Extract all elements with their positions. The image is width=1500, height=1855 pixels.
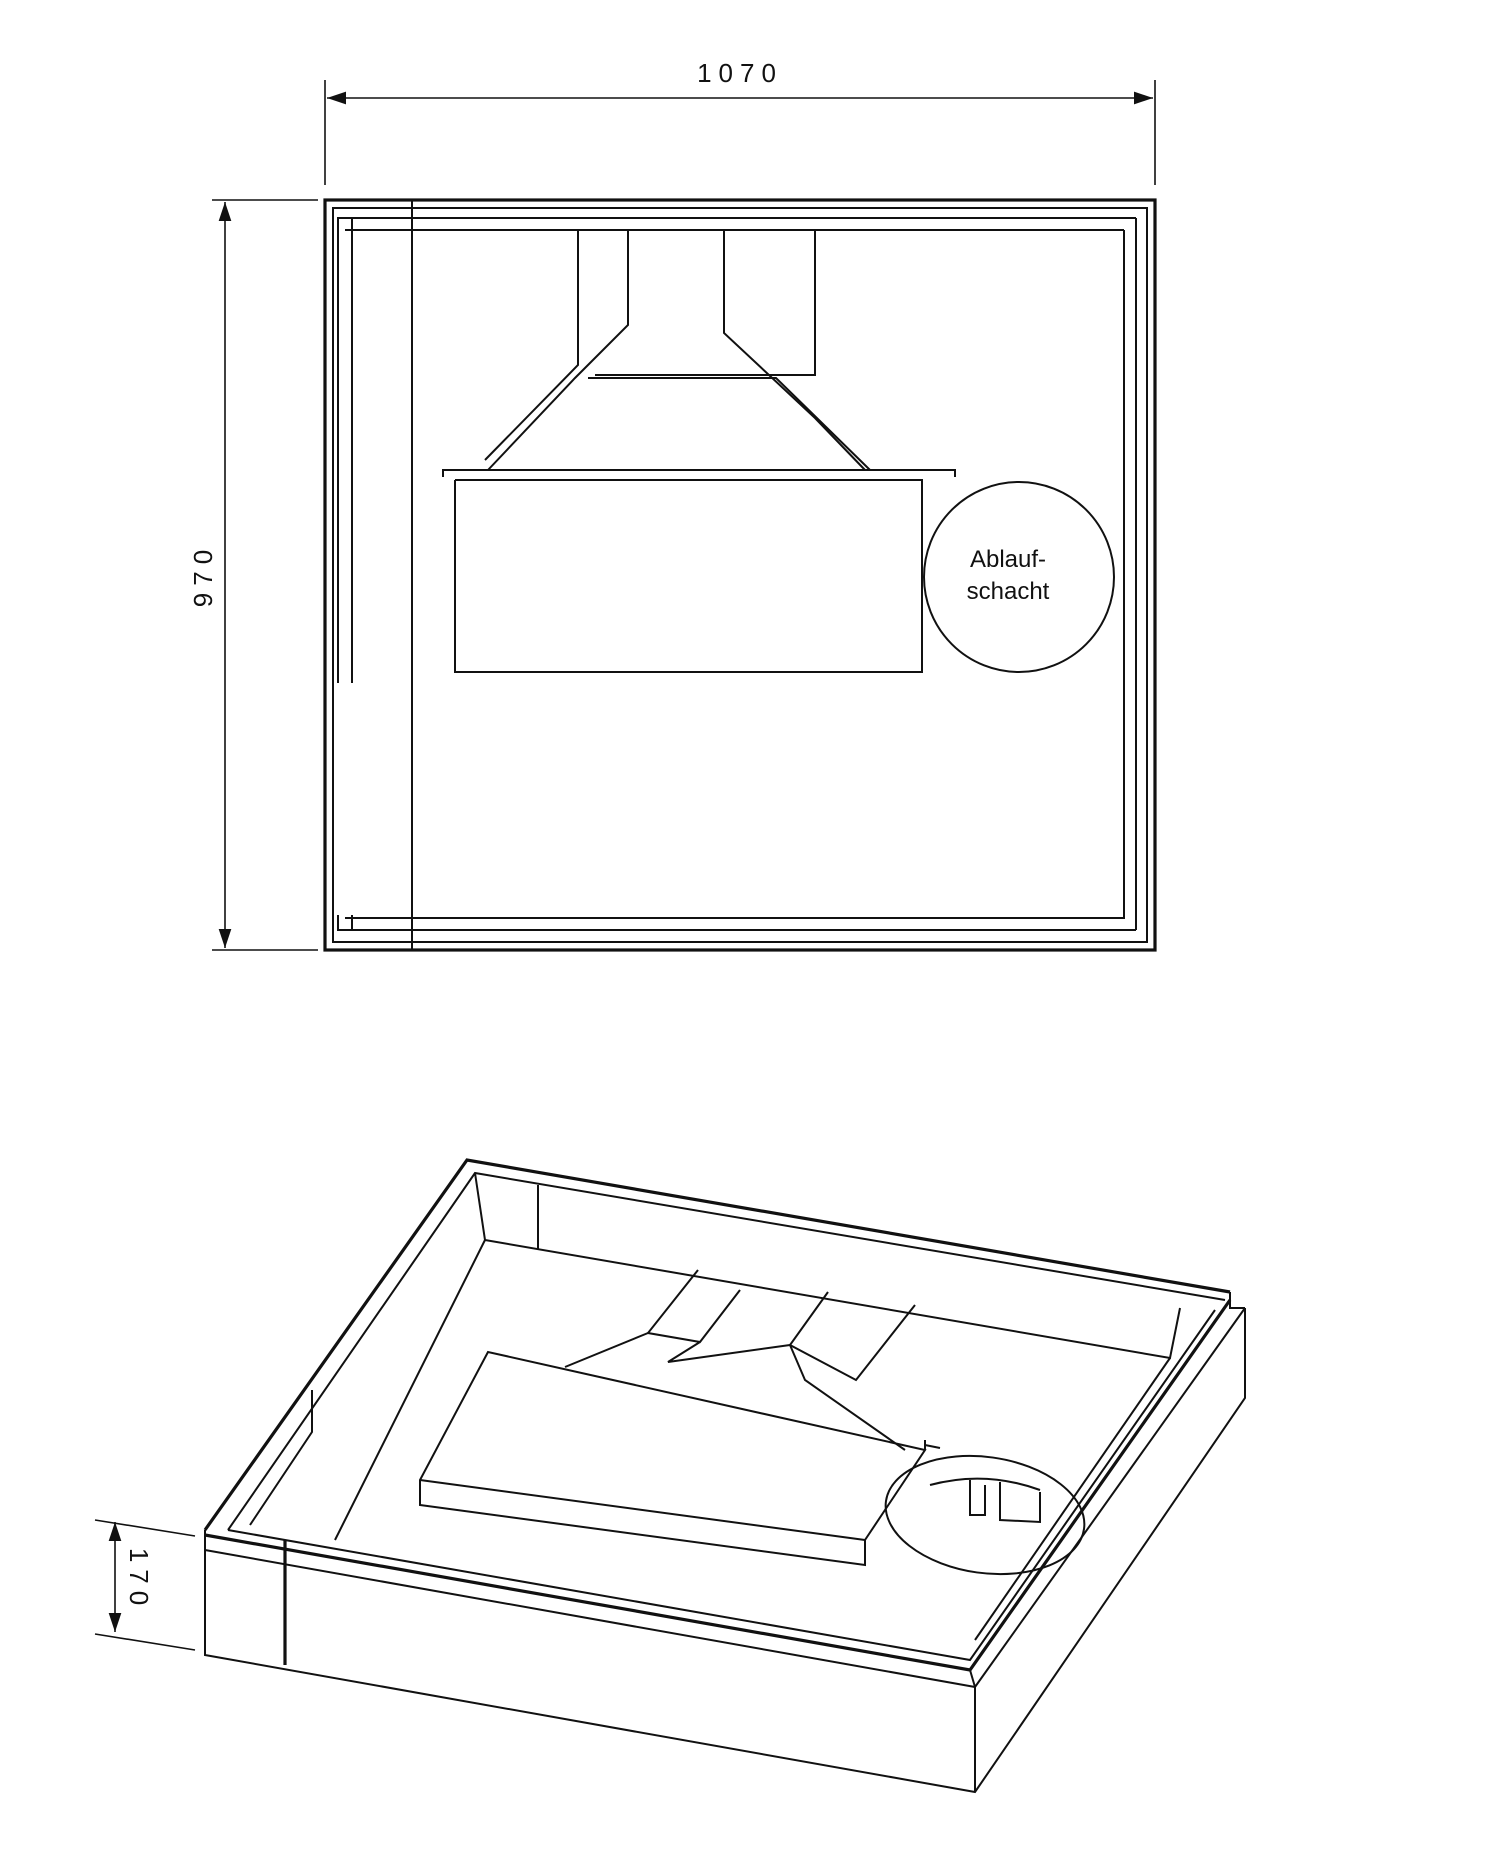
platform-top-rim xyxy=(442,469,956,477)
iso-rim-inner-back xyxy=(227,1171,1226,1531)
width-dimension: 1070 xyxy=(324,58,1156,185)
drain-label-line2: schacht xyxy=(967,578,1050,605)
iso-frame-crossbars xyxy=(564,1332,791,1368)
iso-platform-tab xyxy=(924,1440,941,1450)
iso-view: 170 xyxy=(94,1158,1246,1794)
frame-arm-left-outer xyxy=(484,230,579,461)
iso-drain-shaft xyxy=(884,1454,1086,1576)
width-dimension-label: 1070 xyxy=(697,58,783,88)
support-frame-plan xyxy=(442,230,956,673)
iso-top-rim xyxy=(203,1158,1245,1688)
tray-rim-inner-edge xyxy=(332,207,1148,943)
iso-inner-walls xyxy=(249,1172,1181,1641)
height-dimension-label: 170 xyxy=(124,1548,154,1612)
iso-inner-left-notch xyxy=(249,1390,313,1526)
iso-support-frame xyxy=(419,1269,941,1567)
iso-drain-rib-right xyxy=(999,1482,1041,1524)
iso-rim-corner-front xyxy=(969,1669,976,1688)
frame-crossbar xyxy=(588,377,871,471)
iso-front-top-edge xyxy=(204,1549,976,1688)
iso-right-top-edge xyxy=(974,1307,1246,1688)
iso-frame-diagonal xyxy=(789,1344,906,1451)
rim-groove-top xyxy=(345,217,1136,231)
depth-dimension-label: 970 xyxy=(188,543,218,607)
frame-arm-left-inner xyxy=(487,230,629,471)
iso-rim-back-outer xyxy=(203,1158,1231,1531)
platform-plan xyxy=(454,479,923,673)
tray-outer-edge xyxy=(323,198,1157,952)
tray-plan-outline xyxy=(323,198,1157,952)
iso-base-outline xyxy=(204,1308,1246,1794)
height-extension-top xyxy=(94,1519,196,1537)
drain-shaft-circle xyxy=(923,481,1115,673)
frame-arm-right-inner xyxy=(723,230,866,471)
height-extension-bottom xyxy=(94,1633,196,1651)
rim-groove-right xyxy=(1123,218,1137,930)
iso-inner-left-floor-edge xyxy=(334,1239,486,1541)
height-dimension: 170 xyxy=(94,1519,196,1651)
iso-frame-right-arm xyxy=(788,1291,916,1382)
top-view: 1070 970 xyxy=(188,58,1157,952)
iso-drain-inner-rim xyxy=(929,1477,1041,1491)
iso-drain-rib-left xyxy=(969,1480,986,1516)
iso-inner-back-wall xyxy=(474,1172,1181,1360)
iso-rim-inner-front xyxy=(227,1309,1216,1662)
depth-dimension: 970 xyxy=(188,199,318,951)
iso-inner-right-floor-edge xyxy=(974,1357,1171,1641)
iso-drain-opening xyxy=(884,1454,1086,1576)
iso-platform-front-edge xyxy=(419,1479,866,1541)
rim-groove-left xyxy=(337,217,353,683)
iso-rim-corner-right xyxy=(1229,1292,1245,1309)
rim-groove-bottom xyxy=(345,680,1136,931)
drain-label-line1: Ablauf- xyxy=(970,546,1046,573)
drain-shaft-plan: Ablauf- schacht xyxy=(923,481,1115,673)
frame-arm-right-outer xyxy=(595,230,816,376)
iso-frame-left-arm xyxy=(646,1269,741,1344)
iso-platform xyxy=(419,1350,927,1567)
iso-outer-walls xyxy=(204,1307,1246,1794)
